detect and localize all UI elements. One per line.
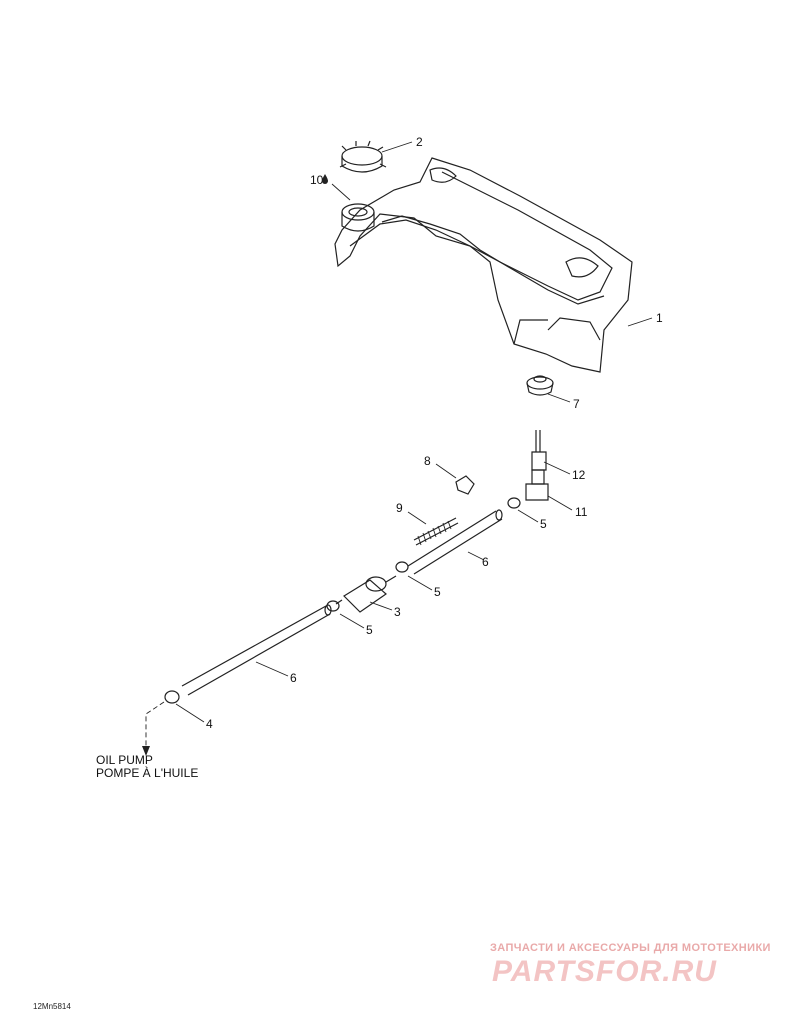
clamp-end xyxy=(164,690,180,704)
leader-lines xyxy=(175,141,653,723)
hose-upper xyxy=(407,509,503,575)
figure-code: 12Mn5814 xyxy=(33,1002,71,1011)
clamp-2 xyxy=(395,561,409,573)
oil-filter xyxy=(335,575,397,613)
tank-cap-gear xyxy=(339,140,387,173)
callout-2: 2 xyxy=(416,135,423,149)
callout-1: 1 xyxy=(656,311,663,325)
callout-5-middle: 5 xyxy=(434,585,441,599)
callout-4: 4 xyxy=(206,717,213,731)
callout-9: 9 xyxy=(396,501,403,515)
callout-6-lower: 6 xyxy=(290,671,297,685)
spring xyxy=(413,517,459,546)
oil-pump-note: OIL PUMP POMPE À L'HUILE xyxy=(96,754,198,780)
callout-6-upper: 6 xyxy=(482,555,489,569)
arrow-down-icon xyxy=(142,746,150,756)
oil-pump-label-en: OIL PUMP xyxy=(96,753,153,767)
callout-3: 3 xyxy=(394,605,401,619)
callout-5-upper: 5 xyxy=(540,517,547,531)
filler-neck xyxy=(341,203,375,232)
clamp-3 xyxy=(326,600,340,612)
hose-lower xyxy=(181,604,332,696)
callout-11: 11 xyxy=(575,505,588,519)
callout-7: 7 xyxy=(573,397,580,411)
callout-12: 12 xyxy=(572,468,586,482)
fitting xyxy=(455,475,475,495)
grommet xyxy=(526,375,554,396)
oil-tank xyxy=(334,157,633,373)
oil-pump-label-fr: POMPE À L'HUILE xyxy=(96,766,199,780)
drain-valve xyxy=(531,430,547,471)
watermark-logo: PARTSFOR.RU xyxy=(492,955,717,988)
oil-pump-leader xyxy=(145,701,165,752)
callout-8: 8 xyxy=(424,454,431,468)
callout-10: 10 xyxy=(310,173,324,187)
oil-drop-icon xyxy=(322,174,328,184)
tee-fitting xyxy=(525,469,549,501)
callout-5-lower: 5 xyxy=(366,623,373,637)
watermark-tagline: ЗАПЧАСТИ И АКСЕССУАРЫ ДЛЯ МОТОТЕХНИКИ xyxy=(490,942,771,954)
clamp-1 xyxy=(507,497,521,509)
